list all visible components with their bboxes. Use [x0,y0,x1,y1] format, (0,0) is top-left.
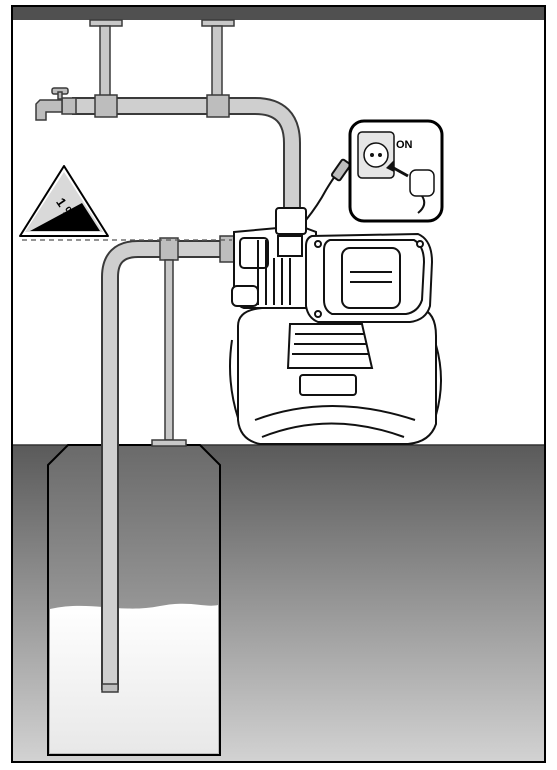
slope-triangle-icon [19,165,109,237]
power-plug-icon [348,119,444,223]
power-cable [305,158,352,221]
power-inset-label: ON [396,139,413,151]
pump-unit [229,207,442,445]
well [47,444,221,756]
discharge-pipe [72,94,301,212]
ceiling [13,7,544,20]
suction-pipe [101,235,235,693]
support-rod [151,259,187,447]
water-tap-icon [35,87,77,121]
water-level [50,603,218,753]
